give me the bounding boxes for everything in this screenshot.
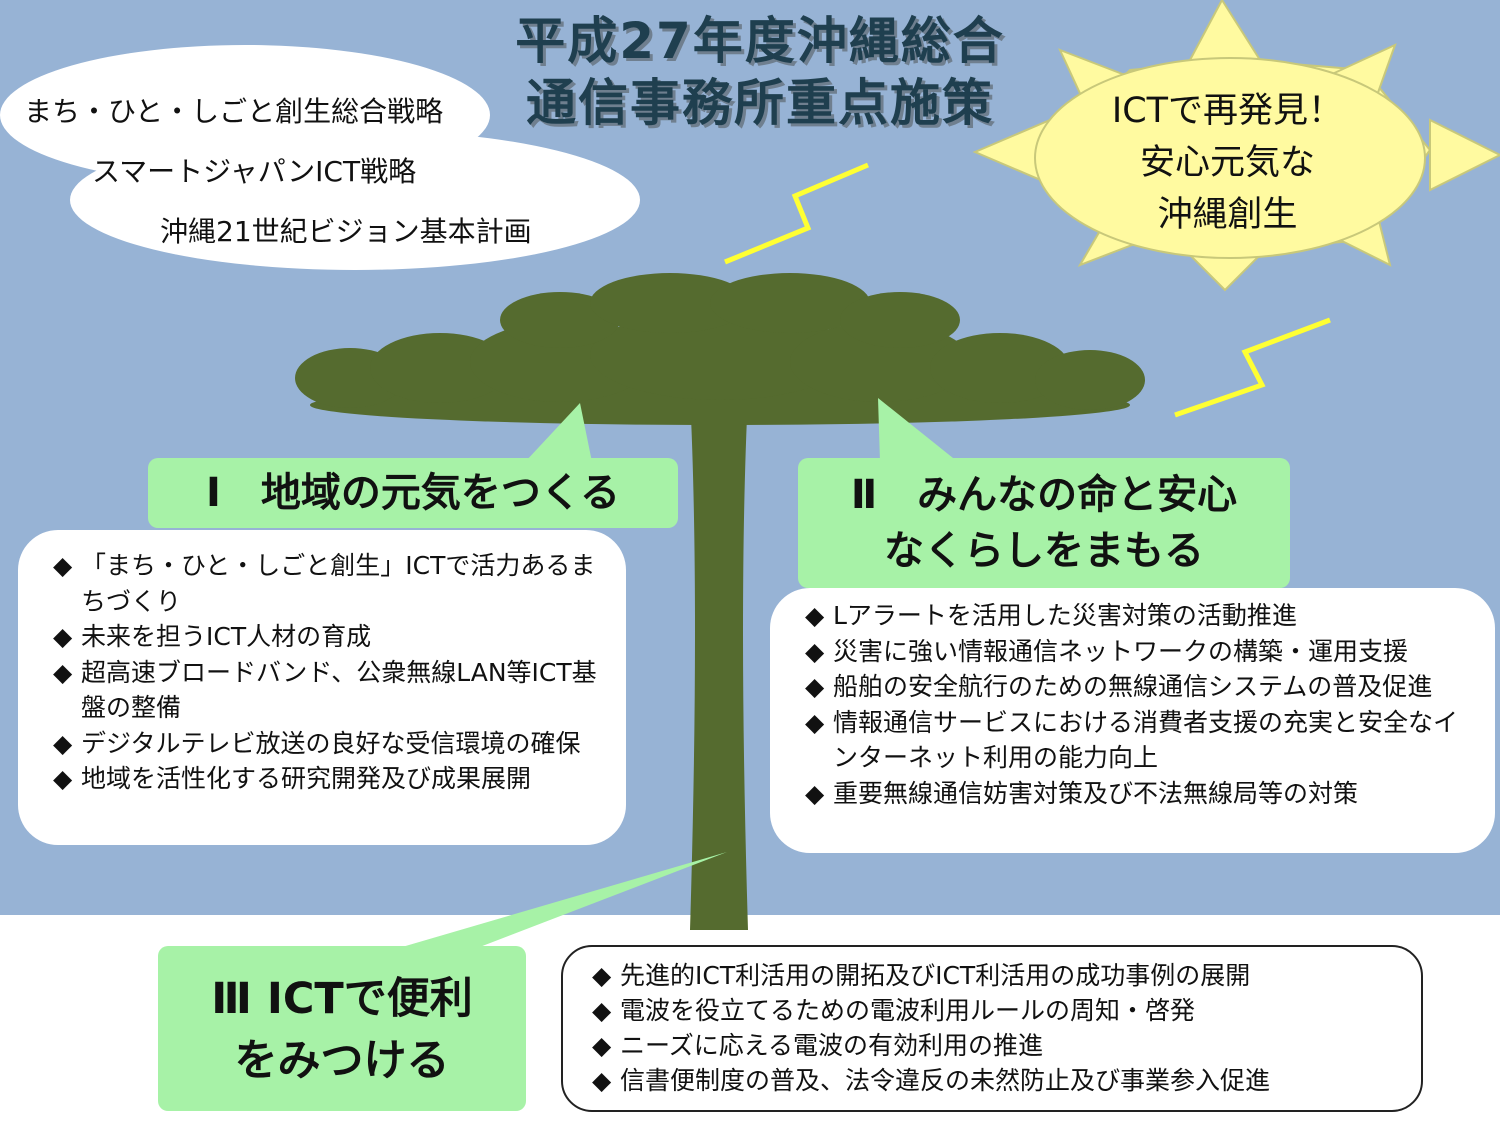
section3-list: 先進的ICT利活用の開拓及びICT利活用の成功事例の展開 電波を役立てるための電…: [592, 958, 1407, 1098]
sun-slogan: ICTで再発見！ 安心元気な 沖縄創生: [1060, 85, 1395, 241]
list-item: 先進的ICT利活用の開拓及びICT利活用の成功事例の展開: [592, 958, 1407, 993]
list-item: デジタルテレビ放送の良好な受信環境の確保: [53, 726, 604, 762]
title-line: 平成27年度沖縄総合: [515, 12, 1005, 70]
section1-label: Ⅰ 地域の元気をつくる: [148, 458, 678, 528]
sun-icon: [972, 0, 1500, 292]
list-item: 電波を役立てるための電波利用ルールの周知・啓発: [592, 993, 1407, 1028]
cloud-item: まち・ひと・しごと創生総合戦略: [24, 95, 444, 128]
section3-label-text: をみつける: [234, 1036, 450, 1086]
lightning-bolt-icon: [1174, 317, 1331, 418]
list-item: 超高速ブロードバンド、公衆無線LAN等ICT基盤の整備: [53, 655, 604, 726]
cloud-item: スマートジャパンICT戦略: [92, 155, 417, 188]
list-item: 未来を担うICT人材の育成: [53, 619, 604, 655]
list-item: 地域を活性化する研究開発及び成果展開: [53, 761, 604, 797]
page-title: 平成27年度沖縄総合 通信事務所重点施策: [500, 10, 1020, 134]
cloud-shape: [0, 45, 640, 270]
cloud-item: 沖縄21世紀ビジョン基本計画: [160, 215, 532, 248]
section3-box: 先進的ICT利活用の開拓及びICT利活用の成功事例の展開 電波を役立てるための電…: [562, 946, 1422, 1111]
section1-box: 「まち・ひと・しごと創生」ICTで活力あるまちづくり 未来を担うICT人材の育成…: [18, 530, 626, 845]
sun-line: 沖縄創生: [1157, 195, 1298, 235]
section2-box: Lアラートを活用した災害対策の活動推進 災害に強い情報通信ネットワークの構築・運…: [770, 588, 1495, 853]
section2-label: Ⅱ みんなの命と安心 なくらしをまもる: [798, 458, 1290, 588]
title-line: 通信事務所重点施策: [526, 74, 994, 132]
section1-list: 「まち・ひと・しごと創生」ICTで活力あるまちづくり 未来を担うICT人材の育成…: [53, 548, 604, 797]
list-item: 船舶の安全航行のための無線通信システムの普及促進: [805, 669, 1475, 705]
section2-list: Lアラートを活用した災害対策の活動推進 災害に強い情報通信ネットワークの構築・運…: [805, 598, 1475, 811]
list-item: 情報通信サービスにおける消費者支援の充実と安全なインターネット利用の能力向上: [805, 705, 1475, 776]
section3-label-text: Ⅲ ICTで便利: [211, 974, 473, 1024]
tree-icon: [295, 273, 1145, 930]
callout-pointer: [525, 403, 592, 462]
list-item: 災害に強い情報通信ネットワークの構築・運用支援: [805, 634, 1475, 670]
callout-pointer: [878, 398, 958, 462]
lightning-bolt-icon: [724, 162, 869, 265]
list-item: 重要無線通信妨害対策及び不法無線局等の対策: [805, 776, 1475, 812]
section2-label-text: なくらしをまもる: [884, 528, 1204, 574]
sun-line: ICTで再発見！: [1111, 91, 1344, 131]
section3-label: Ⅲ ICTで便利 をみつける: [158, 946, 526, 1111]
section2-label-text: Ⅱ みんなの命と安心: [850, 472, 1238, 518]
list-item: 「まち・ひと・しごと創生」ICTで活力あるまちづくり: [53, 548, 604, 619]
list-item: Lアラートを活用した災害対策の活動推進: [805, 598, 1475, 634]
sun-line: 安心元気な: [1139, 143, 1315, 183]
section1-label-text: Ⅰ 地域の元気をつくる: [205, 470, 621, 516]
list-item: ニーズに応える電波の有効利用の推進: [592, 1028, 1407, 1063]
callout-pointer: [385, 852, 727, 970]
list-item: 信書便制度の普及、法令違反の未然防止及び事業参入促進: [592, 1063, 1407, 1098]
